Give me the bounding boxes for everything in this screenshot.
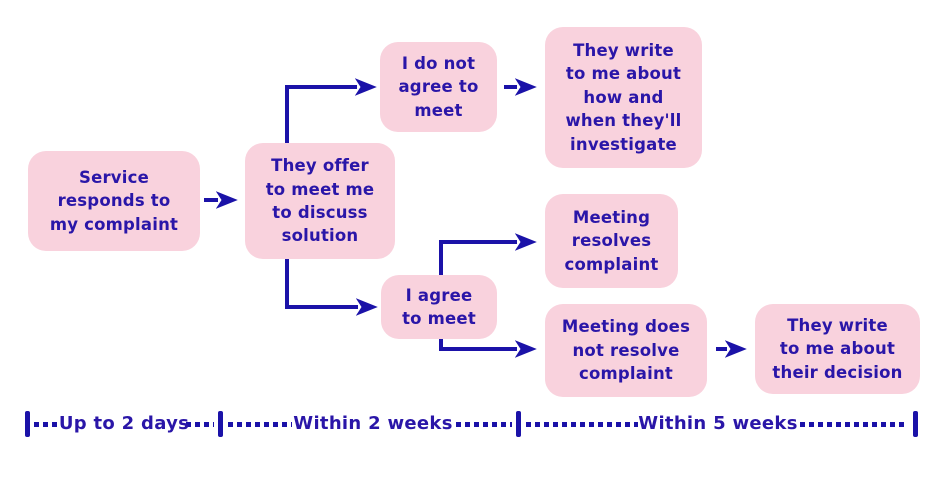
timeline-label-up-to-2-days: Up to 2 days — [58, 413, 190, 434]
node-do-not-agree: I do not agree to meet — [380, 42, 497, 132]
connector-offer-to-agree — [285, 259, 378, 316]
node-write-investigate: They write to me about how and when they… — [545, 27, 702, 168]
timeline-dots — [456, 422, 512, 427]
node-write-decision: They write to me about their decision — [755, 304, 920, 394]
timeline-dots — [526, 422, 638, 427]
timeline-tick-start — [25, 411, 30, 437]
connector-offer-to-disagree — [285, 78, 377, 143]
node-offer-to-meet: They offer to meet me to discuss solutio… — [245, 143, 395, 259]
timeline-label-within-2-weeks: Within 2 weeks — [293, 413, 453, 434]
timeline-label-within-5-weeks: Within 5 weeks — [638, 413, 798, 434]
timeline-dots — [228, 422, 292, 427]
connector-agree-to-notresolve — [439, 339, 537, 358]
timeline-tick-end — [913, 411, 918, 437]
node-meeting-resolves: Meeting resolves complaint — [545, 194, 678, 288]
timeline-tick-2days — [218, 411, 223, 437]
node-service-responds: Service responds to my complaint — [28, 151, 200, 251]
timeline-dots — [800, 422, 908, 427]
timeline-dots — [186, 422, 214, 427]
connector-agree-to-resolves — [439, 233, 537, 275]
node-agree-to-meet: I agree to meet — [381, 275, 497, 339]
node-meeting-not-resolve: Meeting does not resolve complaint — [545, 304, 707, 397]
timeline-tick-2weeks — [516, 411, 521, 437]
timeline-dots — [34, 422, 62, 427]
